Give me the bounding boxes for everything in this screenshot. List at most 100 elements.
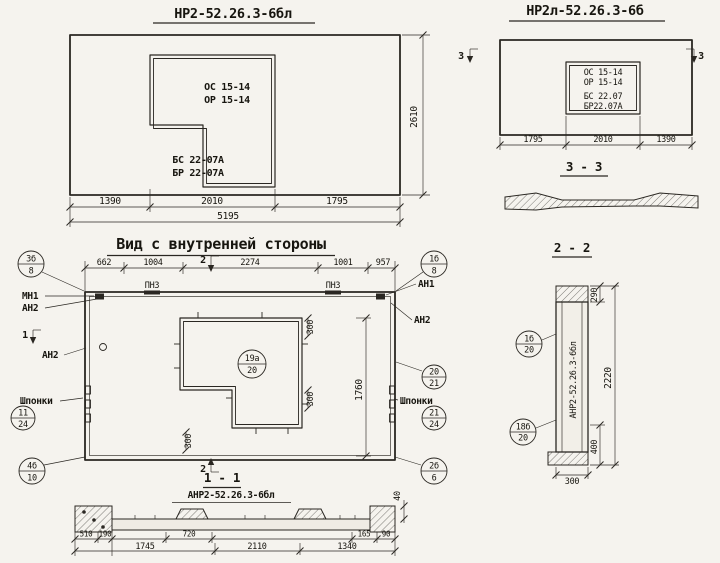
dim-300-a: 300: [306, 320, 316, 335]
bearing-pad-right: [293, 508, 327, 520]
facade-dim-5195: 5195: [217, 211, 239, 222]
right-end-block: [369, 505, 396, 533]
section-2-2-label: 2 - 2: [554, 240, 590, 255]
callout-top: 19а: [245, 354, 260, 364]
section-1-1-dim-40: 40: [393, 491, 408, 523]
facade-label-os: ОС 15-14: [204, 82, 250, 93]
label-shponki-left: Шпонки: [20, 396, 53, 407]
main-opening-outer: [179, 317, 303, 429]
main-dim-1004: 1004: [143, 258, 162, 268]
plan-label-br: БР22.07А: [584, 102, 623, 112]
section-3-marker-label: 3: [458, 51, 464, 62]
plan-dim-bottom: 1795 2010 1390: [496, 116, 696, 150]
section-2-2-dim-290: 290: [590, 288, 600, 303]
callout-bottom: 6: [432, 474, 437, 484]
callout-bottom: 20: [247, 366, 257, 376]
bearing-pad-left: [175, 508, 209, 520]
labels-right-top: АН1 АН2: [385, 279, 435, 326]
section-2-marker-top: 2: [200, 255, 219, 272]
callout-4b-10: 4б 10: [18, 456, 86, 485]
section-2-2-top-block: [555, 285, 589, 303]
label-an1: АН1: [418, 279, 435, 290]
section-2-2-dim-300: 300: [565, 477, 580, 487]
callout-top: 21: [429, 409, 439, 419]
plan-view: НР2л-52.26.3-6б 3 3 ОС 15-14 ОР 15-14 БС…: [458, 3, 704, 211]
callout-11-24: 11 24: [10, 405, 36, 431]
section-3-3-profile: [504, 192, 699, 211]
dim-165: 165: [358, 530, 371, 539]
plan-panel-outline: [499, 39, 693, 136]
dim-720: 720: [183, 530, 196, 539]
callout-top: 11: [18, 409, 28, 419]
callout-20-21: 20 21: [395, 361, 447, 390]
callout-bottom: 10: [27, 474, 37, 484]
plan-opening-outer: [565, 61, 641, 115]
keyways-right: Шпонки: [389, 385, 433, 423]
main-dim-957: 957: [376, 258, 391, 268]
section-2-2-dims: 290 2220 400 300: [552, 282, 619, 487]
plan-label-os: ОС 15-14: [584, 68, 623, 78]
section-3-marker-left: 3: [458, 48, 478, 63]
label-mn1: МН1: [22, 291, 39, 302]
section-2-2-bottom-block: [547, 451, 589, 466]
callout-top: 2б: [429, 461, 439, 472]
section-3-marker-right: 3: [686, 48, 704, 63]
section-1-1-profile: [74, 505, 396, 533]
keyways-left: Шпонки: [20, 385, 91, 423]
lifting-loop: [99, 343, 107, 351]
section-2-2-axis-label: АНР2-52.26.3-6бл: [568, 341, 579, 418]
dim-300-c: 300: [184, 434, 194, 449]
main-panel-inner: [89, 296, 391, 456]
callout-1b-20: 1б 20: [515, 330, 557, 358]
plan-title: НР2л-52.26.3-6б: [526, 3, 644, 19]
section-2-marker-label: 2: [200, 464, 206, 475]
plate-pn3-left: ПН3: [145, 281, 160, 291]
callout-18b-20: 18б 20: [509, 418, 557, 446]
facade-dim-1795: 1795: [326, 196, 348, 207]
main-opening-inner: [183, 321, 299, 425]
section-1-marker-label: 1: [22, 330, 28, 341]
facade-dim-bottom: 1390 2010 1795 5195: [66, 189, 404, 227]
callout-bottom: 21: [429, 379, 439, 389]
main-title: Вид с внутренней стороны: [116, 235, 326, 253]
dim-2110: 2110: [247, 542, 266, 552]
facade-label-bs: БС 22-07А: [172, 155, 224, 166]
dim-1760: 1760: [354, 379, 365, 401]
dim-90: 90: [382, 530, 391, 539]
label-an2: АН2: [42, 350, 58, 361]
dim-190: 190: [99, 530, 112, 539]
label-shponki-right: Шпонки: [400, 396, 433, 407]
main-dims-300: 300 300 300: [182, 314, 316, 454]
slab: [111, 518, 371, 531]
main-dim-1001: 1001: [333, 258, 352, 268]
main-view: Вид с внутренней стороны 662 1004 2274 1…: [10, 235, 448, 485]
main-dim-1760: 1760: [354, 314, 371, 460]
callout-bottom: 20: [524, 346, 534, 356]
plan-dim-2010: 2010: [593, 135, 612, 145]
callout-bottom: 24: [429, 420, 439, 430]
main-dim-top: 662 1004 2274 1001 957: [81, 258, 399, 292]
facade-opening-inner: [153, 58, 272, 184]
dim-1745: 1745: [135, 542, 154, 552]
callout-3b-8: 3б 8: [17, 250, 85, 292]
callout-top: 20: [429, 368, 439, 378]
section-3-3-label: 3 - 3: [566, 159, 602, 174]
callout-top: 3б: [26, 254, 36, 265]
section-2-2-dim-400: 400: [590, 440, 600, 455]
callout-top: 4б: [27, 461, 37, 472]
dim-300-b: 300: [306, 392, 316, 407]
main-dim-2274: 2274: [240, 258, 259, 268]
plan-label-or: ОР 15-14: [584, 78, 623, 88]
section-1-1-label: 1 - 1: [204, 470, 240, 485]
facade-dim-1390: 1390: [99, 196, 121, 207]
section-2-marker-bottom: 2: [200, 458, 219, 475]
section-2-2-dim-2220: 2220: [603, 367, 614, 389]
weld-ticks: [174, 312, 308, 434]
callout-bottom: 24: [18, 420, 28, 430]
callout-19a-20: 19а 20: [237, 349, 267, 379]
facade-panel-outline: [69, 34, 401, 196]
label-an2-mid-left: АН2: [42, 343, 107, 361]
section-1-1-dims-lower: 1745 2110 1340: [71, 542, 399, 555]
facade-view: НР2-52.26.3-6бл ОС 15-14 ОР 15-14 БС 22-…: [66, 6, 430, 227]
facade-dim-2610: 2610: [409, 106, 420, 128]
